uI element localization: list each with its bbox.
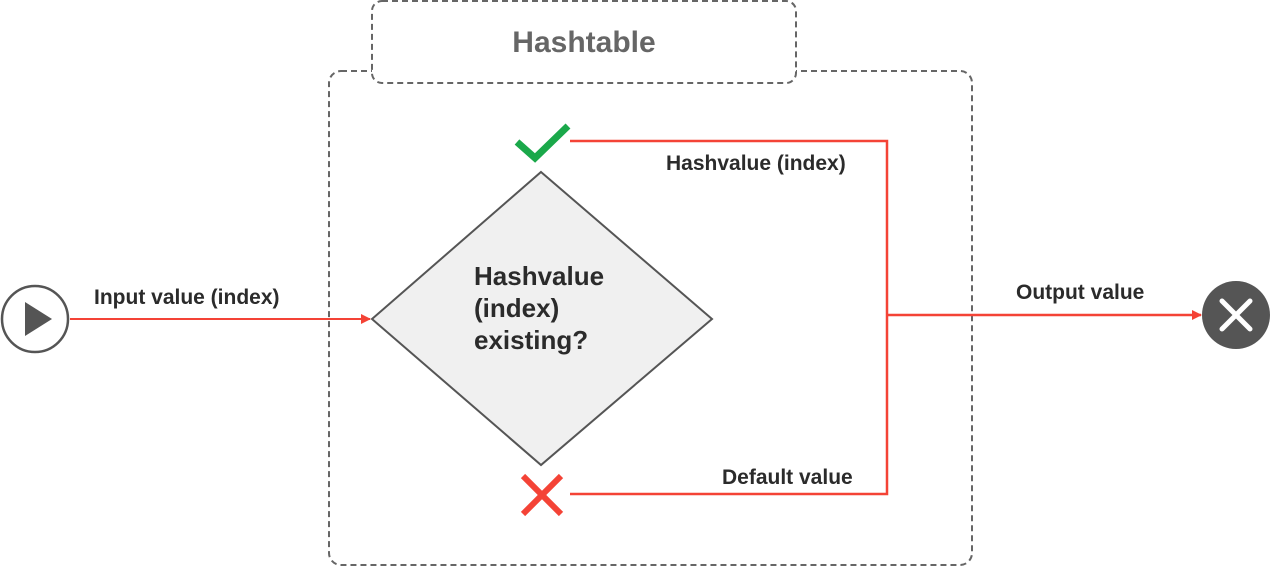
- play-icon: [25, 302, 52, 336]
- decision-line-1: Hashvalue: [474, 261, 605, 291]
- no-branch-label: Default value: [722, 466, 853, 489]
- decision-diamond: [370, 170, 714, 467]
- yes-branch-edge: [570, 139, 889, 315]
- yes-branch-label: Hashvalue (index): [666, 152, 846, 175]
- hashtable-title-box: [371, 0, 797, 84]
- close-icon: [1219, 298, 1253, 332]
- decision-line-2: (index): [474, 293, 560, 323]
- output-edge-label: Output value: [1016, 281, 1145, 304]
- check-icon: [514, 123, 571, 163]
- end-node: [1202, 281, 1270, 349]
- hashtable-title: Hashtable: [512, 26, 656, 59]
- hashtable-container: [328, 70, 973, 566]
- start-node: [0, 284, 70, 354]
- input-edge-label: Input value (index): [94, 286, 280, 309]
- cross-icon: [520, 473, 564, 517]
- no-branch-edge: [570, 315, 889, 496]
- decision-line-3: existing?: [474, 325, 589, 355]
- decision-label: Hashvalue (index) existing?: [474, 260, 674, 356]
